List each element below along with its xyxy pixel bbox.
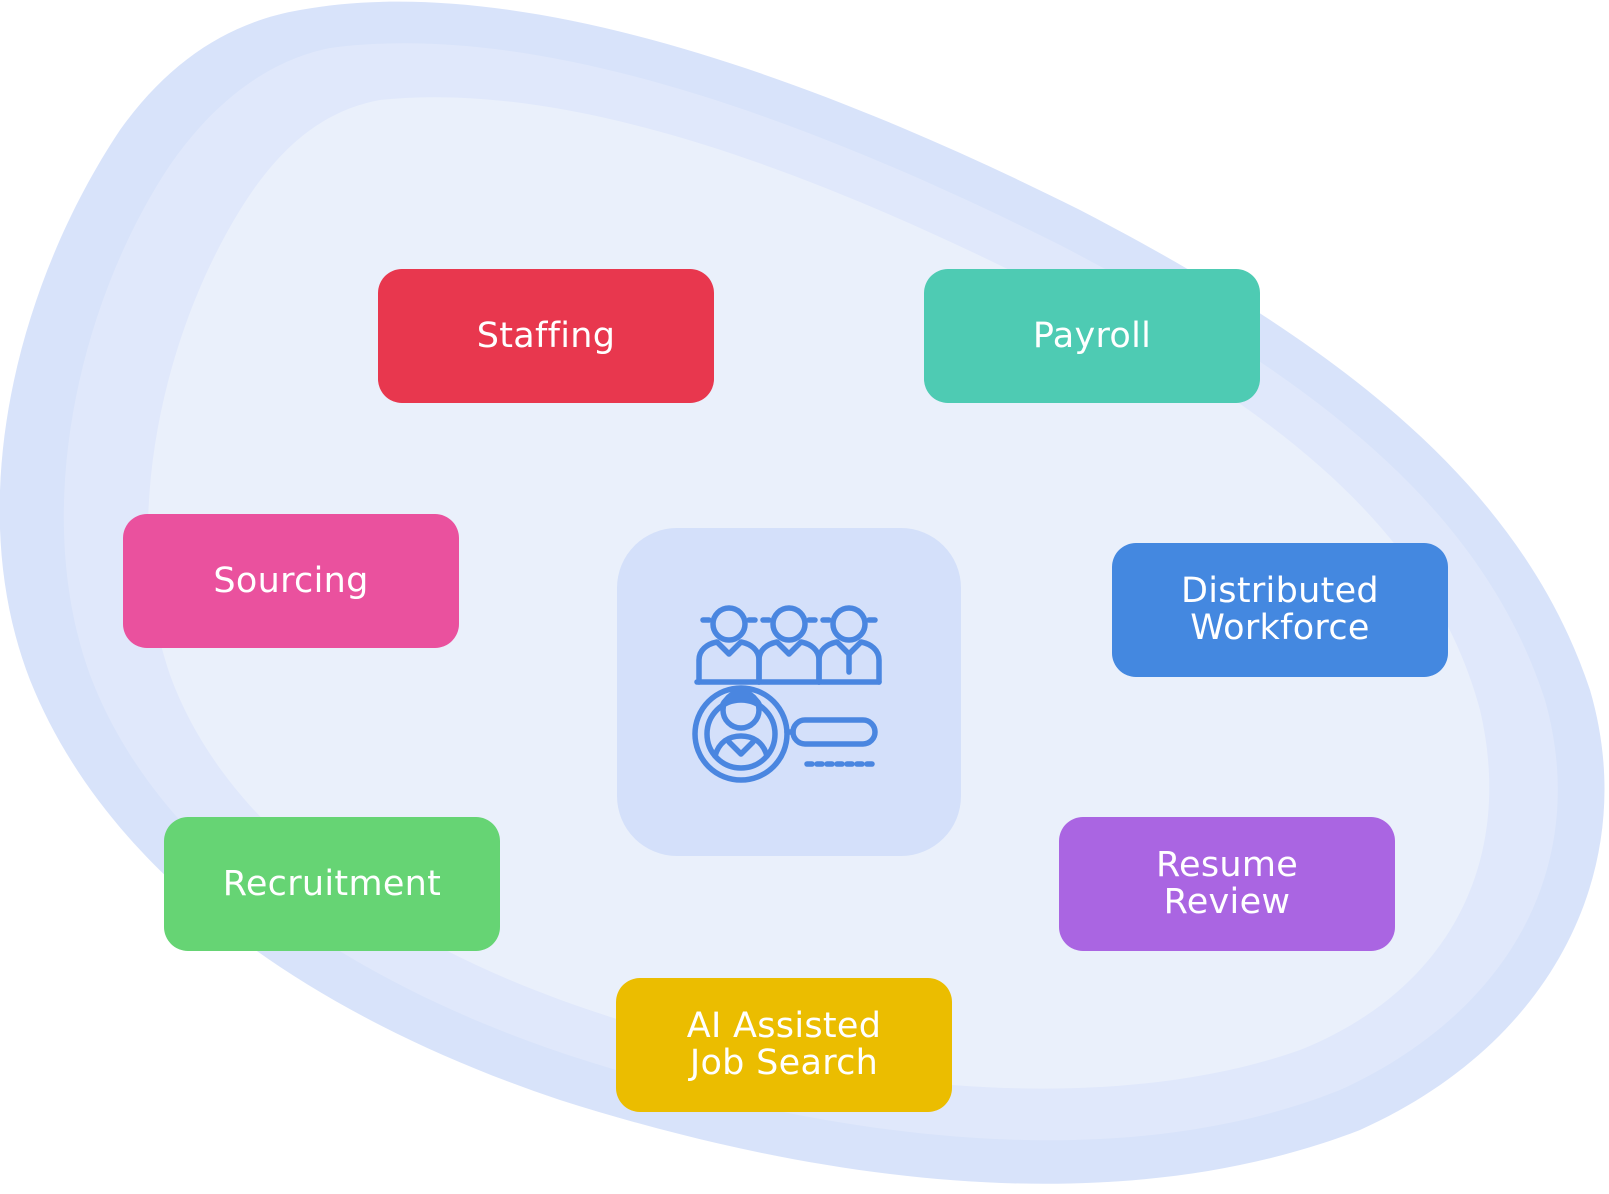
ai-assisted-job-search-card[interactable]: AI Assisted Job Search <box>616 978 952 1112</box>
sourcing-card[interactable]: Sourcing <box>123 514 459 648</box>
ai-assisted-job-search-label: AI Assisted Job Search <box>686 1006 882 1083</box>
recruitment-label: Recruitment <box>222 863 442 904</box>
recruitment-search-icon <box>692 605 882 783</box>
distributed-workforce-label: Distributed Workforce <box>1181 571 1379 648</box>
sourcing-label: Sourcing <box>213 560 369 601</box>
payroll-card[interactable]: Payroll <box>924 269 1260 403</box>
resume-review-label: Resume Review <box>1155 845 1299 922</box>
distributed-workforce-card[interactable]: Distributed Workforce <box>1112 543 1448 677</box>
recruitment-card[interactable]: Recruitment <box>164 817 500 951</box>
center-icon-tile <box>617 528 961 856</box>
staffing-label: Staffing <box>476 315 616 356</box>
staffing-card[interactable]: Staffing <box>378 269 714 403</box>
team-people-icon <box>694 605 882 685</box>
resume-review-card[interactable]: Resume Review <box>1059 817 1395 951</box>
payroll-label: Payroll <box>1032 315 1152 356</box>
magnifier-icon <box>692 685 878 783</box>
